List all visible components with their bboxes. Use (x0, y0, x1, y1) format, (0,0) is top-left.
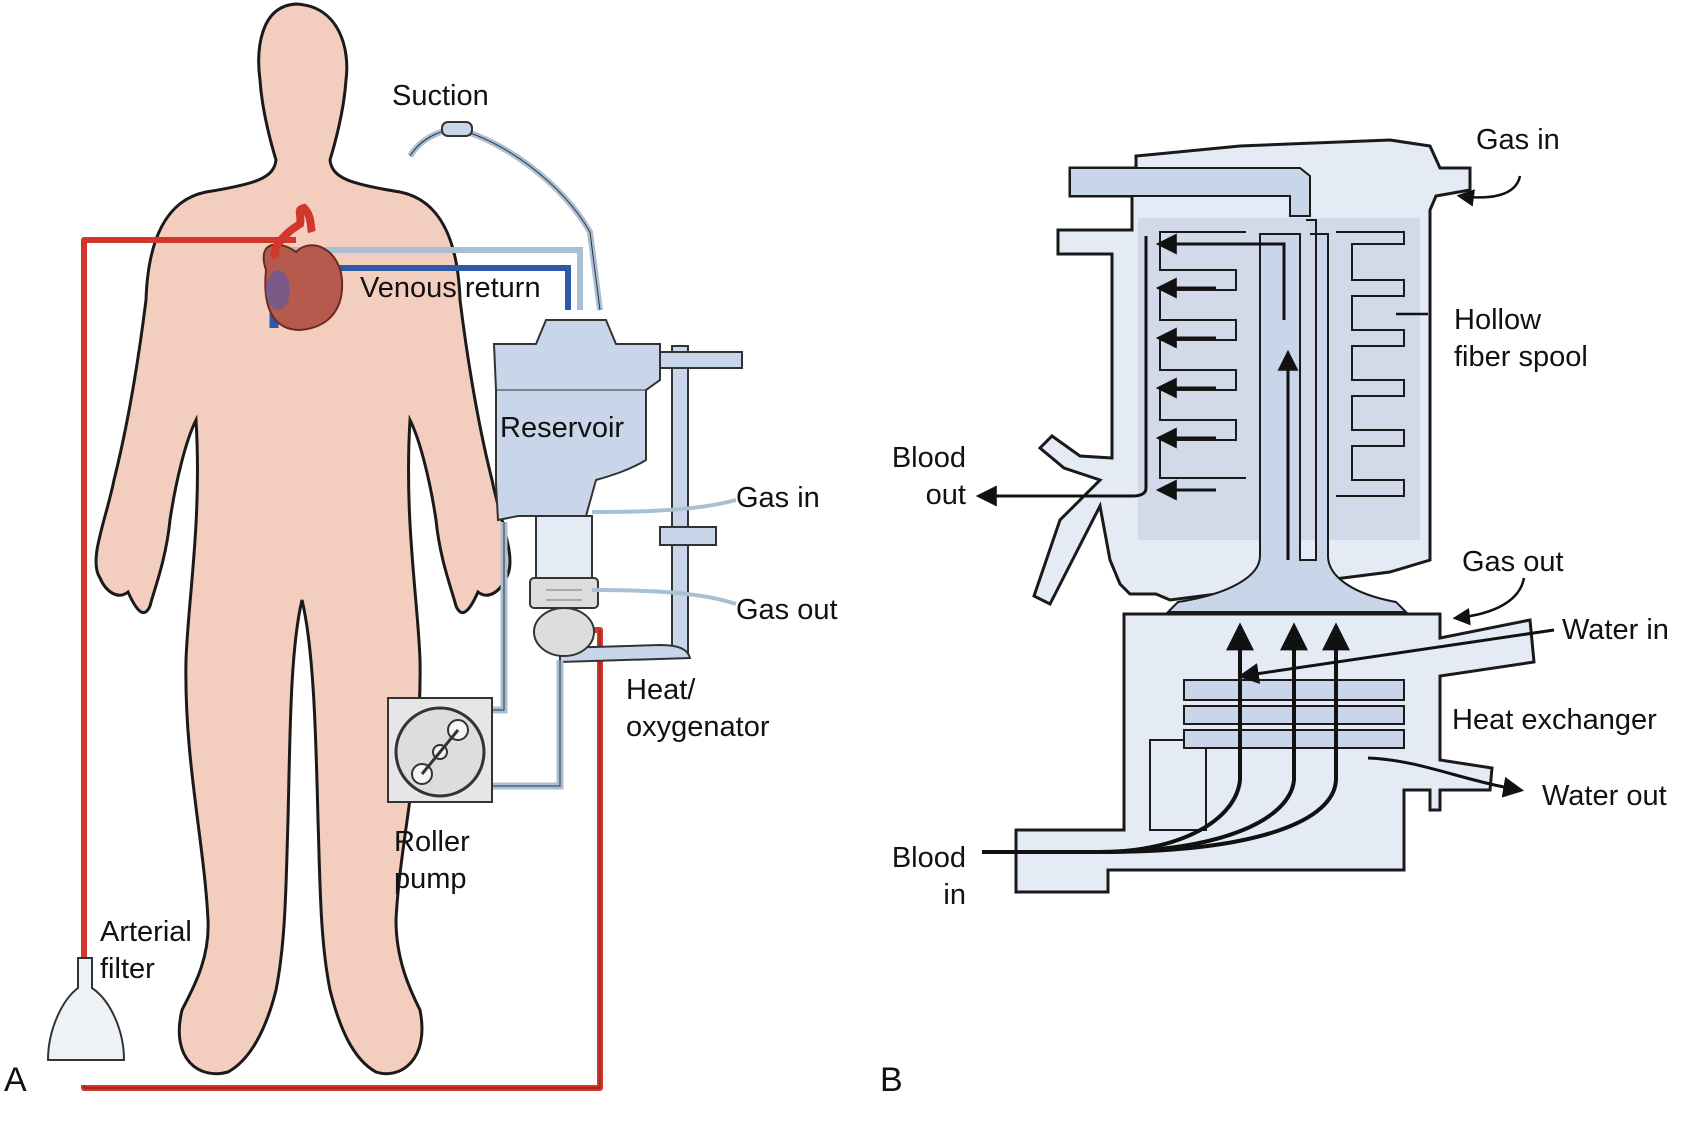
blood-out-label-line1: Blood (891, 442, 966, 474)
arterial-line-outer (83, 630, 601, 1089)
human-body-icon (94, 2, 512, 1076)
gas-out-label-b: Gas out (1462, 546, 1564, 578)
panel-b (975, 138, 1555, 894)
roller-pump-label: Roller pump (394, 824, 470, 898)
gas-out-label-a: Gas out (736, 594, 838, 626)
heat-oxygenator-label: Heat/ oxygenator (626, 672, 770, 746)
arterial-filter-label-line1: Arterial (100, 916, 192, 948)
roller-pump-label-line2: pump (394, 863, 467, 895)
heart-icon (262, 243, 344, 332)
stand-pole (671, 345, 689, 657)
spool-fins-left (1159, 231, 1246, 479)
blood-out-label: Blood out (860, 440, 966, 514)
arterial-filter (46, 957, 126, 1061)
reservoir-label: Reservoir (500, 412, 625, 444)
blood-in-label: Blood in (860, 840, 966, 914)
hollow-fiber-spool-label: Hollow fiber spool (1454, 302, 1588, 376)
blood-in-label-line2: in (943, 879, 966, 911)
gas-in-label-a: Gas in (736, 482, 820, 514)
water-out-label: Water out (1542, 780, 1667, 812)
gas-in-label-b: Gas in (1476, 124, 1560, 156)
heat-oxygenator-label-line1: Heat/ (626, 674, 696, 706)
blood-out-label-line2: out (925, 479, 966, 511)
blood-in-label-line1: Blood (891, 842, 966, 874)
panel-b-letter: B (880, 1061, 903, 1099)
hollow-fiber-spool-label-line1: Hollow (1454, 304, 1542, 336)
water-in-label: Water in (1562, 614, 1669, 646)
reservoir-body (492, 319, 661, 522)
roller-pump-label-line1: Roller (394, 826, 470, 858)
venous-return-blue (276, 265, 571, 310)
hollow-fiber-spool-label-line2: fiber spool (1454, 341, 1588, 373)
venous-return-tube (278, 247, 583, 310)
oxygenator-column (535, 515, 593, 581)
panel-a (46, 2, 743, 1091)
arterial-filter-label-line2: filter (100, 953, 155, 985)
heat-oxygenator-label-line2: oxygenator (626, 711, 770, 743)
suction-label: Suction (392, 80, 489, 112)
venous-return-label: Venous return (360, 272, 541, 304)
arterial-filter-label: Arterial filter (100, 914, 192, 988)
panel-a-letter: A (4, 1061, 27, 1099)
heat-exchanger-label: Heat exchanger (1452, 704, 1657, 736)
spool-fins-right (1336, 231, 1405, 497)
